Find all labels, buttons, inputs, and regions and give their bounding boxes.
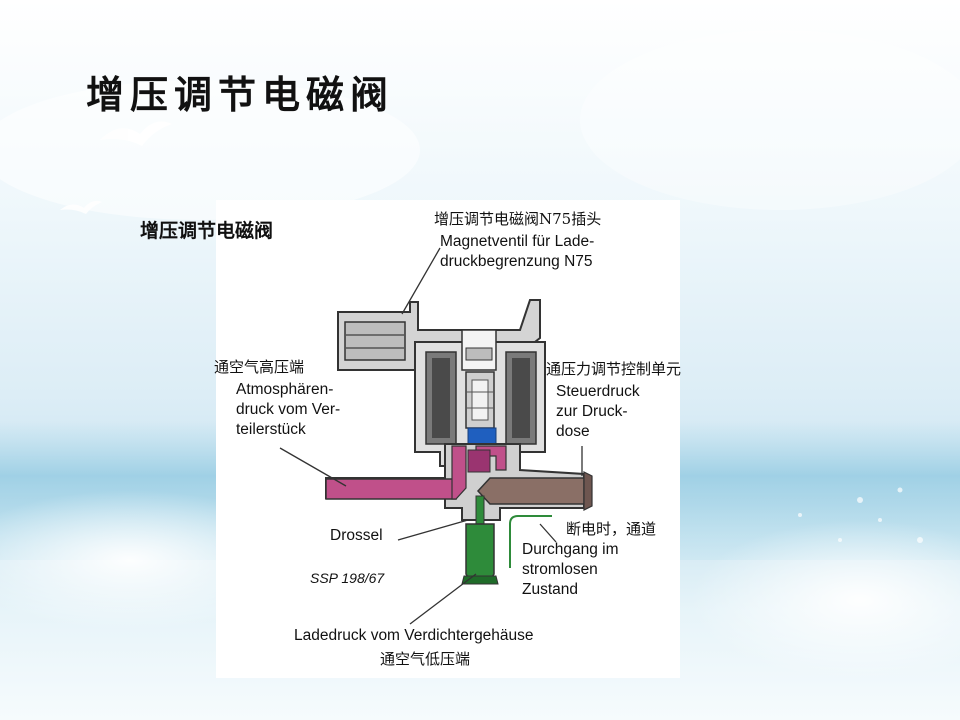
label-low-de: Ladedruck vom Verdichtergehäuse [294,627,534,644]
label-plug-de-2: druckbegrenzung N75 [440,253,593,270]
coil-housing [414,329,546,467]
label-plug-de-1: Magnetventil für Lade- [440,233,595,250]
label-ctrl-de-2: zur Druck- [556,403,628,420]
label-high-zh: 通空气高压端 [214,358,305,376]
label-ctrl-de-3: dose [556,423,590,440]
label-plug-zh: 增压调节电磁阀N75插头 [434,210,602,228]
label-high-de-1: Atmosphären- [236,381,334,398]
label-off-de-2: stromlosen [522,561,598,578]
flow-path-line [509,515,552,568]
label-off-de-3: Zustand [522,581,579,598]
slide-title: 增压调节电磁阀 [86,72,395,117]
bird-icon [60,121,172,214]
label-off-zh: 断电时，通道 [566,520,657,538]
label-high-de-2: druck vom Ver- [236,401,341,418]
high-pressure-channel [325,445,507,500]
label-ctrl-zh: 通压力调节控制单元 [546,360,682,378]
control-pressure-channel [476,471,593,511]
label-ctrl-de-1: Steuerdruck [556,383,640,400]
label-off-de-1: Durchgang im [522,541,619,558]
figure-reference: SSP 198/67 [310,570,385,586]
label-throttle: Drossel [330,527,383,544]
leader-lines [279,247,583,625]
label-high-de-3: teilerstück [236,421,306,438]
figure-subtitle: 增压调节电磁阀 [140,220,274,242]
label-low-zh: 通空气低压端 [380,650,471,668]
